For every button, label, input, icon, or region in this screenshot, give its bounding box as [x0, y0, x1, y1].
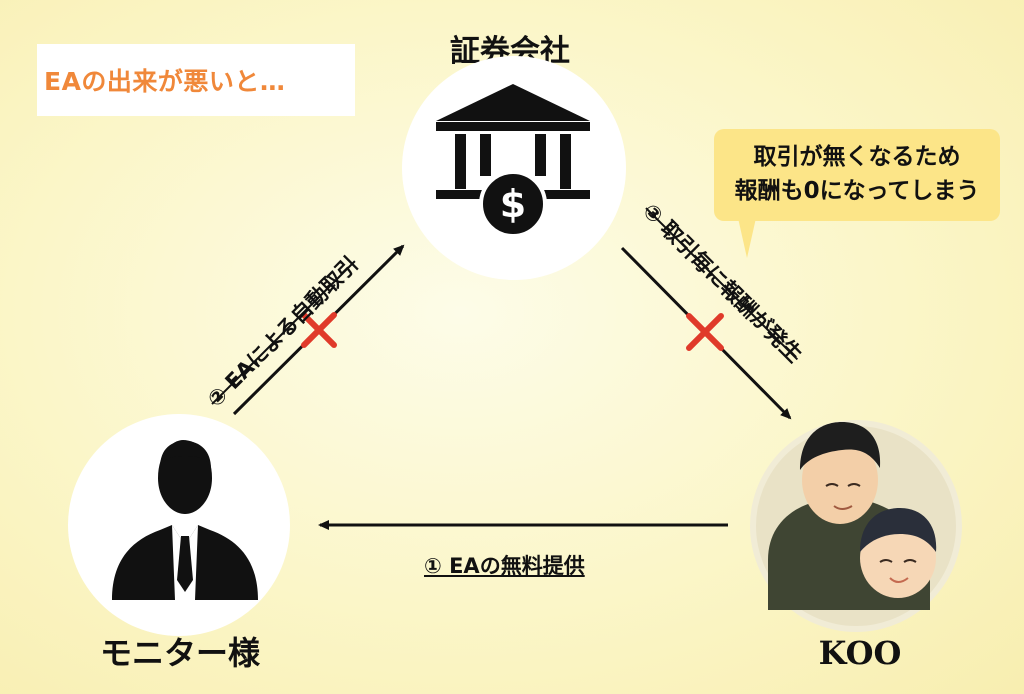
svg-text:$: $: [500, 182, 526, 226]
callout-bubble: [714, 129, 1000, 221]
businessman-icon: [112, 440, 258, 600]
callout-line-1: 取引が無くなるため: [753, 144, 961, 170]
headline-card: [37, 44, 355, 116]
edge-label-free-provision: ① EAの無料提供: [424, 554, 585, 578]
koo-label: KOO: [818, 634, 902, 672]
cross-mark-auto-trading: [301, 312, 337, 348]
headline-text: EAの出来が悪いと…: [44, 67, 286, 96]
callout-line-2: 報酬も0になってしまう: [734, 178, 980, 204]
father-child-portrait: [756, 422, 956, 626]
bank-dollar-icon: $: [436, 84, 590, 238]
callout-text: 取引が無くなるため 報酬も0になってしまう: [714, 140, 1000, 208]
monitor-label: モニター様: [99, 634, 260, 672]
cross-mark-reward: [686, 313, 724, 351]
callout-tail: [738, 218, 756, 258]
